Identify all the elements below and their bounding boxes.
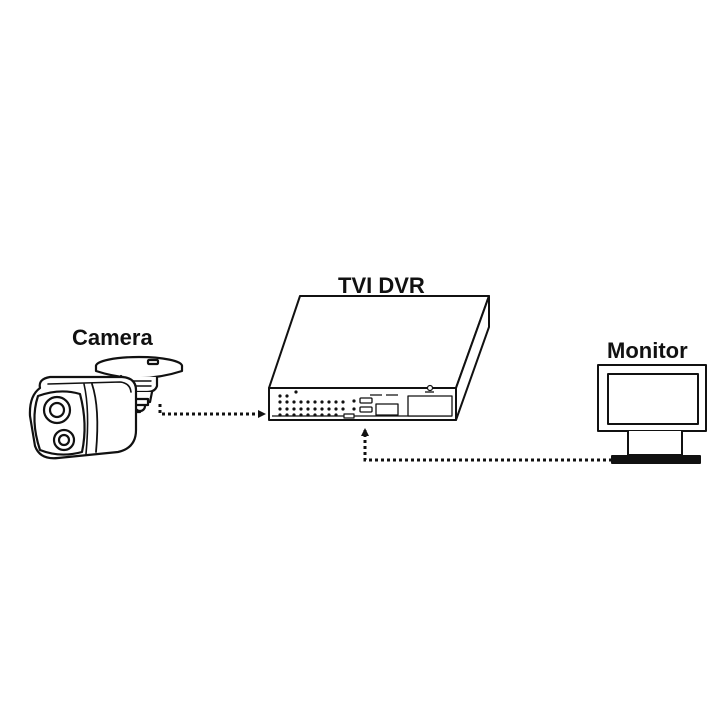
connections [158,404,612,462]
connection-monitor-dvr [361,428,612,462]
connection-camera-dvr [158,404,266,418]
camera-label: Camera [72,325,153,350]
dvr-icon [268,295,490,421]
monitor-icon [597,364,707,464]
camera-icon [28,355,184,460]
dvr-label: TVI DVR [338,273,425,298]
monitor-label: Monitor [607,338,688,363]
